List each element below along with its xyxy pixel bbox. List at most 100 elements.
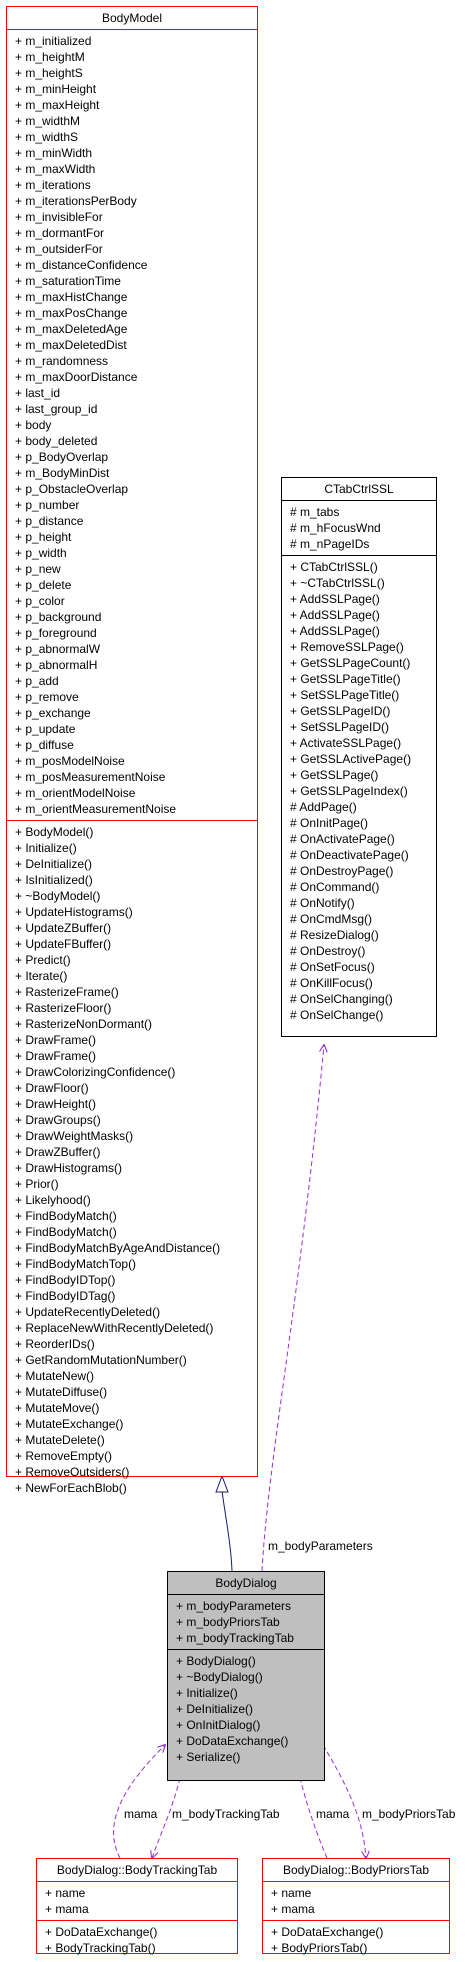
attribute-item: + m_orientMeasurementNoise bbox=[15, 802, 177, 816]
attribute-item: + p_foreground bbox=[15, 626, 97, 640]
operation-item: + GetSSLActivePage() bbox=[290, 752, 412, 766]
operation-item: + DrawFrame() bbox=[15, 1049, 97, 1063]
attribute-item: + m_maxDeletedDist bbox=[15, 338, 127, 352]
operation-item: + OnInitDialog() bbox=[176, 1718, 261, 1732]
usage-edge-priors-tab bbox=[322, 1744, 366, 1858]
operation-list: + DoDataExchange() + BodyPriorsTab() bbox=[263, 1920, 449, 1959]
attribute-item: + m_widthM bbox=[15, 114, 81, 128]
attribute-item: + m_posMeasurementNoise bbox=[15, 770, 166, 784]
operation-item: + DoDataExchange() bbox=[271, 1925, 384, 1939]
attribute-list: + m_initialized+ m_heightM+ m_heightS+ m… bbox=[7, 29, 257, 820]
attribute-item: + p_remove bbox=[15, 690, 79, 704]
attribute-item: + p_width bbox=[15, 546, 67, 560]
class-bodytrackingtab[interactable]: BodyDialog::BodyTrackingTab + name+ mama… bbox=[36, 1858, 238, 1955]
operation-item: + DrawZBuffer() bbox=[15, 1145, 101, 1159]
operation-item: + Initialize() bbox=[176, 1686, 238, 1700]
attribute-item: + p_update bbox=[15, 722, 76, 736]
class-ctabctrlssl[interactable]: CTabCtrlSSL # m_tabs# m_hFocusWnd# m_nPa… bbox=[281, 477, 437, 1037]
operation-item: + Initialize() bbox=[15, 841, 77, 855]
attribute-item: + p_height bbox=[15, 530, 72, 544]
operation-item: # OnDestroy() bbox=[290, 944, 366, 958]
operation-item: + AddSSLPage() bbox=[290, 592, 380, 606]
class-bodydialog[interactable]: BodyDialog + m_bodyParameters+ m_bodyPri… bbox=[167, 1571, 325, 1781]
inheritance-edge-bodymodel bbox=[215, 1474, 233, 1572]
operation-item: + DeInitialize() bbox=[176, 1702, 254, 1716]
operation-item: # OnCmdMsg() bbox=[290, 912, 373, 926]
attribute-item: + p_color bbox=[15, 594, 65, 608]
operation-item: + MutateMove() bbox=[15, 1401, 100, 1415]
operation-item: # OnSelChanging() bbox=[290, 992, 393, 1006]
operation-item: + ~BodyDialog() bbox=[176, 1670, 263, 1684]
attribute-item: + p_add bbox=[15, 674, 59, 688]
attribute-item: + m_outsiderFor bbox=[15, 242, 103, 256]
operation-item: + GetSSLPageCount() bbox=[290, 656, 411, 670]
operation-item: + DrawHistograms() bbox=[15, 1161, 123, 1175]
operation-item: + BodyPriorsTab() bbox=[271, 1941, 368, 1955]
attribute-item: + p_delete bbox=[15, 578, 72, 592]
operation-item: + Likelyhood() bbox=[15, 1193, 91, 1207]
operation-item: + GetSSLPage() bbox=[290, 768, 379, 782]
edge-label-tracking-mama: mama bbox=[124, 1807, 158, 1821]
operation-item: + MutateExchange() bbox=[15, 1417, 124, 1431]
class-title: BodyDialog::BodyPriorsTab bbox=[282, 1863, 430, 1877]
attribute-item: + p_distance bbox=[15, 514, 84, 528]
operation-item: + RemoveEmpty() bbox=[15, 1449, 113, 1463]
operation-item: + FindBodyIDTag() bbox=[15, 1289, 116, 1303]
operation-item: + DeInitialize() bbox=[15, 857, 93, 871]
attribute-item: + m_maxPosChange bbox=[15, 306, 128, 320]
operation-item: # OnSelChange() bbox=[290, 1008, 384, 1022]
attribute-item: + m_initialized bbox=[15, 34, 92, 48]
operation-item: + RasterizeFrame() bbox=[15, 985, 119, 999]
operation-item: + FindBodyIDTop() bbox=[15, 1273, 116, 1287]
attribute-item: + name bbox=[45, 1886, 86, 1900]
attribute-item: + m_bodyParameters bbox=[176, 1599, 292, 1613]
class-bodypriorstab[interactable]: BodyDialog::BodyPriorsTab + name+ mama +… bbox=[262, 1858, 450, 1955]
attribute-list: + m_bodyParameters+ m_bodyPriorsTab+ m_b… bbox=[168, 1594, 324, 1649]
operation-item: + MutateDelete() bbox=[15, 1433, 105, 1447]
operation-item: + GetRandomMutationNumber() bbox=[15, 1353, 187, 1367]
attribute-item: + p_diffuse bbox=[15, 738, 74, 752]
attribute-item: + m_dormantFor bbox=[15, 226, 105, 240]
operation-item: + SetSSLPageTitle() bbox=[290, 688, 400, 702]
operation-item: # AddPage() bbox=[290, 800, 357, 814]
attribute-item: + body_deleted bbox=[15, 434, 98, 448]
operation-item: # OnNotify() bbox=[290, 896, 355, 910]
attribute-item: + body bbox=[15, 418, 52, 432]
attribute-list: + name+ mama bbox=[263, 1881, 449, 1920]
attribute-item: + m_randomness bbox=[15, 354, 109, 368]
attribute-item: + m_iterationsPerBody bbox=[15, 194, 137, 208]
attribute-item: + p_background bbox=[15, 610, 102, 624]
operation-item: # OnActivatePage() bbox=[290, 832, 395, 846]
operation-item: + DrawFloor() bbox=[15, 1081, 89, 1095]
operation-item: # OnSetFocus() bbox=[290, 960, 375, 974]
operation-item: # OnCommand() bbox=[290, 880, 380, 894]
operation-item: + CTabCtrlSSL() bbox=[290, 560, 378, 574]
attribute-item: # m_tabs bbox=[290, 505, 340, 519]
operation-item: # ResizeDialog() bbox=[290, 928, 379, 942]
operation-item: + GetSSLPageID() bbox=[290, 704, 391, 718]
attribute-item: + m_maxDeletedAge bbox=[15, 322, 128, 336]
operation-list: + DoDataExchange()+ BodyTrackingTab() bbox=[37, 1920, 237, 1959]
operation-item: + SetSSLPageID() bbox=[290, 720, 390, 734]
class-bodymodel[interactable]: BodyModel + m_initialized+ m_heightM+ m_… bbox=[6, 6, 258, 1495]
attribute-item: + mama bbox=[271, 1902, 315, 1916]
operation-item: + BodyDialog() bbox=[176, 1654, 256, 1668]
usage-edge-tracking-tab bbox=[152, 1777, 181, 1858]
operation-item: + NewForEachBlob() bbox=[15, 1481, 127, 1495]
usage-edge-body-parameters bbox=[261, 1045, 324, 1572]
operation-item: + UpdateHistograms() bbox=[15, 905, 133, 919]
attribute-list: # m_tabs# m_hFocusWnd# m_nPageIDs bbox=[282, 500, 436, 555]
operation-item: # OnInitPage() bbox=[290, 816, 369, 830]
attribute-item: + p_exchange bbox=[15, 706, 91, 720]
attribute-item: + m_widthS bbox=[15, 130, 79, 144]
operation-list: + BodyModel() + Initialize() + DeInitializ… bbox=[7, 820, 257, 1499]
operation-item: + BodyModel() bbox=[15, 825, 94, 839]
operation-item: + IsInitialized() bbox=[15, 873, 93, 887]
attribute-item: + m_maxHeight bbox=[15, 98, 100, 112]
operation-item: + DrawWeightMasks() bbox=[15, 1129, 134, 1143]
attribute-item: # m_hFocusWnd bbox=[290, 521, 381, 535]
operation-item: + DrawFrame() bbox=[15, 1033, 97, 1047]
operation-item: + AddSSLPage() bbox=[290, 624, 380, 638]
class-title: BodyDialog bbox=[215, 1576, 277, 1590]
